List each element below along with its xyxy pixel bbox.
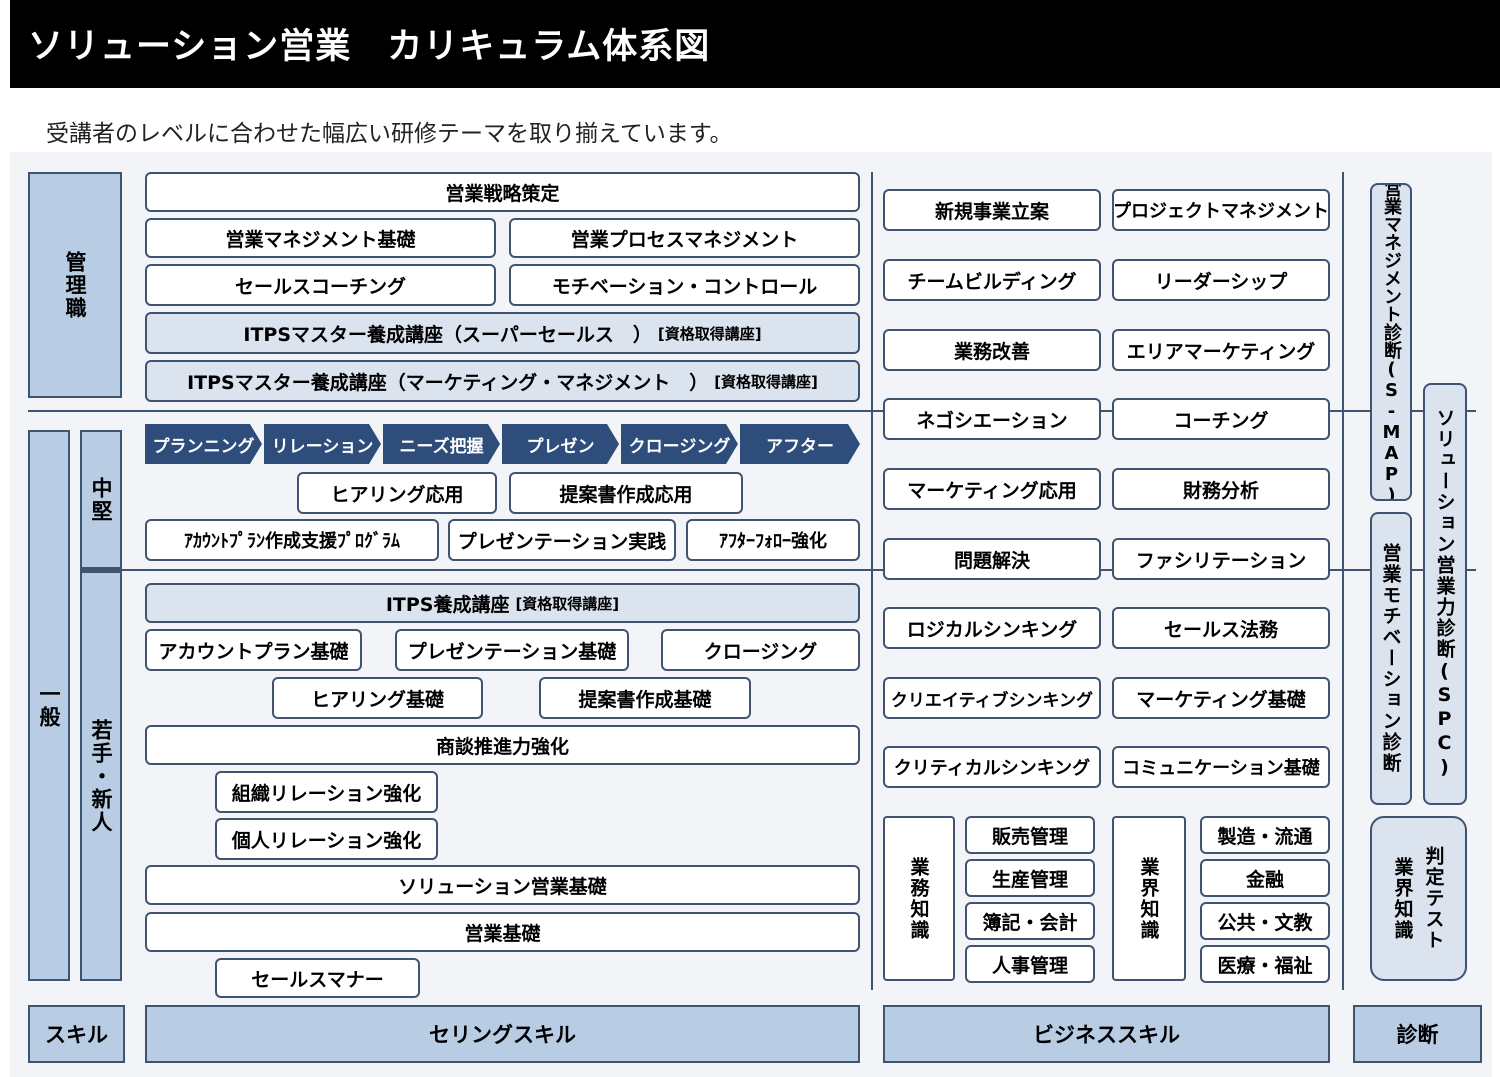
course-presentation-practice: プレゼンテーション実践 — [448, 519, 676, 561]
course-facilitation: ファシリテーション — [1112, 538, 1330, 580]
course-communication-basic: コミュニケーション基礎 — [1112, 746, 1330, 788]
footer-selling-skill: セリングスキル — [145, 1005, 860, 1063]
course-marketing-applied: マーケティング応用 — [883, 468, 1101, 510]
course-marketing-basic: マーケティング基礎 — [1112, 677, 1330, 719]
level-junior: 若手・新人 — [80, 571, 122, 981]
course-coaching: コーチング — [1112, 398, 1330, 440]
course-hearing-applied: ヒアリング応用 — [297, 472, 497, 514]
course-sales-basic: 営業基礎 — [145, 912, 860, 952]
course-medical-welfare: 医療・福祉 — [1200, 945, 1330, 983]
level-general: 一般 — [28, 430, 70, 981]
course-presentation-basic: プレゼンテーション基礎 — [395, 629, 629, 671]
page-subtitle: 受講者のレベルに合わせた幅広い研修テーマを取り揃えています。 — [46, 121, 733, 147]
course-proposal-applied: 提案書作成応用 — [509, 472, 743, 514]
course-negotiation-power: 商談推進力強化 — [145, 725, 860, 765]
process-step-planning: プランニング — [145, 424, 262, 464]
course-sales-law: セールス法務 — [1112, 607, 1330, 649]
diagnosis-industry-test: 業界知識 判定テスト — [1370, 816, 1467, 981]
page-title: ソリューション営業 カリキュラム体系図 — [28, 27, 711, 67]
course-sales-coaching: セールスコーチング — [145, 264, 496, 306]
course-account-plan-basic: アカウントプラン基礎 — [145, 629, 362, 671]
level-manager: 管理職 — [28, 172, 122, 398]
course-critical-thinking: クリティカルシンキング — [883, 746, 1101, 788]
course-logical-thinking: ロジカルシンキング — [883, 607, 1101, 649]
title-bar — [10, 0, 1500, 88]
course-personal-relation: 個人リレーション強化 — [215, 818, 438, 860]
course-itps-master-super: ITPSマスター養成講座（スーパーセールス ）[資格取得講座] — [145, 312, 860, 354]
course-area-marketing: エリアマーケティング — [1112, 329, 1330, 371]
process-step-needs: ニーズ把握 — [383, 424, 500, 464]
course-new-business: 新規事業立案 — [883, 189, 1101, 231]
course-sales-process-mgmt: 営業プロセスマネジメント — [509, 218, 860, 258]
course-team-building: チームビルディング — [883, 259, 1101, 301]
course-finance: 金融 — [1200, 859, 1330, 897]
course-leadership: リーダーシップ — [1112, 259, 1330, 301]
course-org-relation: 組織リレーション強化 — [215, 771, 438, 813]
course-itps-training: ITPS養成講座[資格取得講座] — [145, 583, 860, 623]
course-business-improvement: 業務改善 — [883, 329, 1101, 371]
course-after-follow: ｱﾌﾀｰﾌｫﾛｰ強化 — [686, 519, 860, 561]
footer-business-skill: ビジネススキル — [883, 1005, 1330, 1063]
course-hr-management: 人事管理 — [965, 945, 1095, 983]
course-bookkeeping: 簿記・会計 — [965, 902, 1095, 940]
diagnosis-motivation: 営業モチベーション診断 — [1370, 512, 1412, 805]
process-step-after: アフター — [740, 424, 860, 464]
course-motivation-control: モチベーション・コントロール — [509, 264, 860, 306]
course-proposal-basic: 提案書作成基礎 — [539, 677, 751, 719]
level-middle: 中堅 — [80, 430, 122, 569]
process-step-presentation: プレゼン — [502, 424, 619, 464]
group-work-knowledge: 業務知識 — [883, 816, 955, 981]
footer-skill: スキル — [28, 1005, 125, 1063]
footer-diagnosis: 診断 — [1353, 1005, 1482, 1063]
course-problem-solving: 問題解決 — [883, 538, 1101, 580]
course-hearing-basic: ヒアリング基礎 — [272, 677, 483, 719]
course-production-management: 生産管理 — [965, 859, 1095, 897]
diagnosis-spc: ソリューション営業力診断(SPC) — [1423, 383, 1467, 805]
course-closing: クロージング — [661, 629, 860, 671]
manager-divider-line — [28, 410, 1476, 412]
course-sales-manner: セールスマナー — [215, 958, 420, 998]
process-step-closing: クロージング — [621, 424, 738, 464]
selling-business-separator — [871, 172, 873, 990]
course-project-mgmt: プロジェクトマネジメント — [1112, 189, 1330, 231]
course-sales-mgmt-basic: 営業マネジメント基礎 — [145, 218, 496, 258]
course-sales-management: 販売管理 — [965, 816, 1095, 854]
course-itps-master-marketing: ITPSマスター養成講座（マーケティング・マネジメント ）[資格取得講座] — [145, 360, 860, 402]
course-sales-strategy: 営業戦略策定 — [145, 172, 860, 212]
course-account-plan-program: ｱｶｳﾝﾄﾌﾟﾗﾝ作成支援ﾌﾟﾛｸﾞﾗﾑ — [145, 519, 439, 561]
business-diagnosis-separator — [1342, 172, 1344, 990]
course-solution-sales-basic: ソリューション営業基礎 — [145, 865, 860, 905]
diagnosis-s-map: 営業マネジメント診断(S-MAP) — [1370, 183, 1412, 501]
middle-divider-line — [80, 569, 1476, 571]
group-industry-knowledge: 業界知識 — [1112, 816, 1186, 981]
course-financial-analysis: 財務分析 — [1112, 468, 1330, 510]
course-manufacturing: 製造・流通 — [1200, 816, 1330, 854]
course-negotiation: ネゴシエーション — [883, 398, 1101, 440]
process-step-relation: リレーション — [264, 424, 381, 464]
course-creative-thinking: クリエイティブシンキング — [883, 677, 1101, 719]
course-public-education: 公共・文教 — [1200, 902, 1330, 940]
